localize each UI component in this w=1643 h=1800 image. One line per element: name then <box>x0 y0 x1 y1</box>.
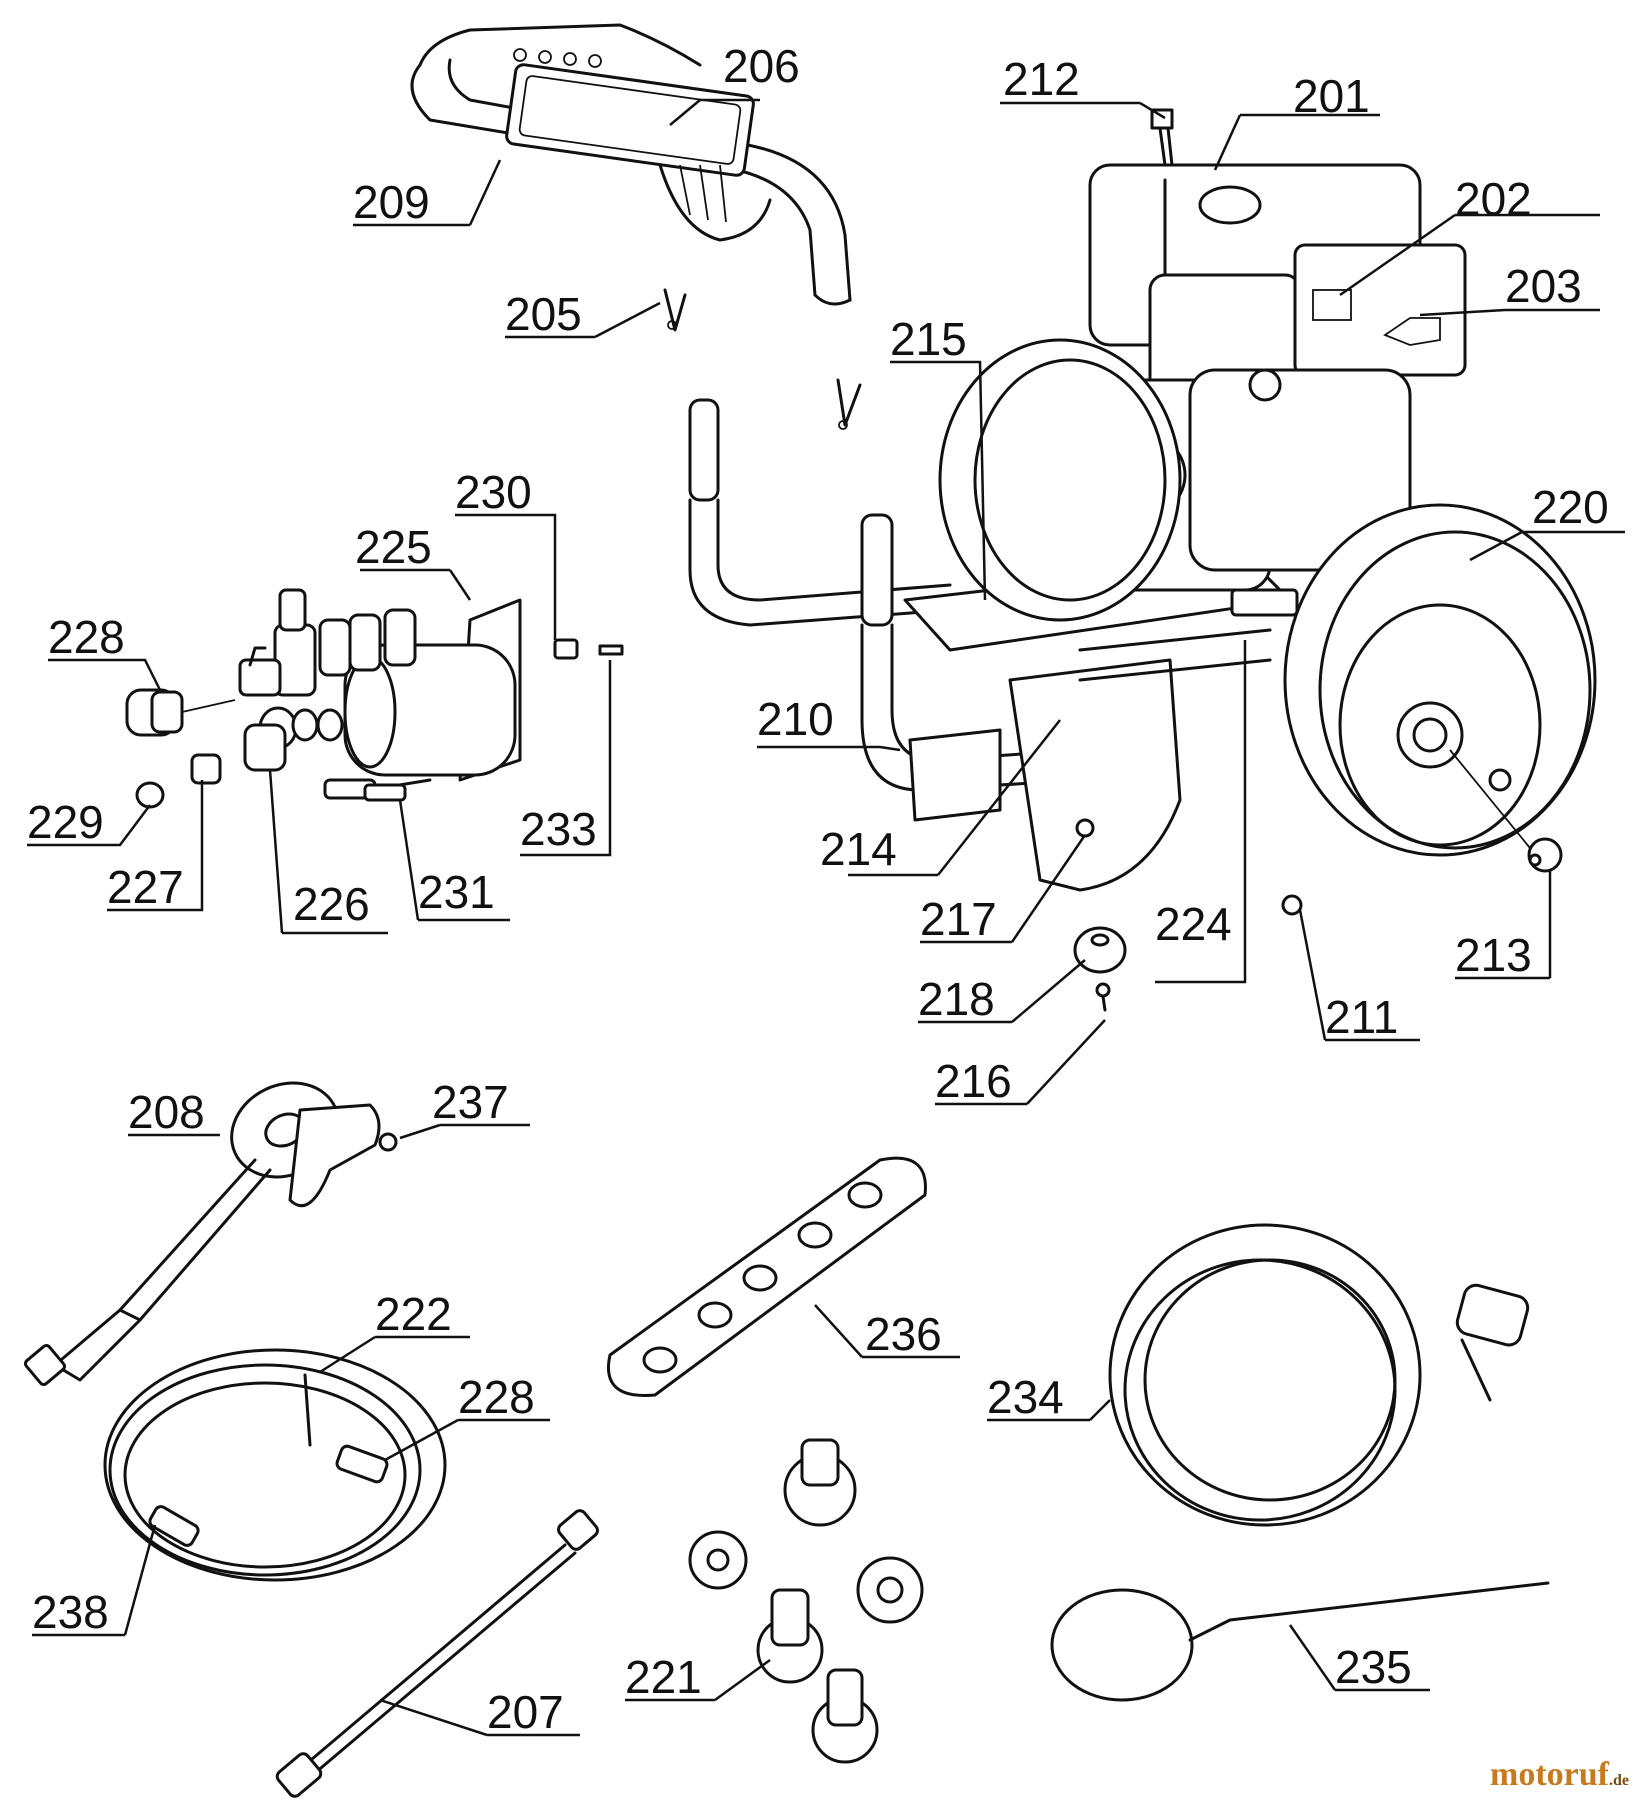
label-237: 237 <box>432 1076 509 1128</box>
label-236: 236 <box>865 1308 942 1360</box>
tool-235-drawing <box>1050 1581 1550 1702</box>
label-210: 210 <box>757 693 834 745</box>
label-225: 225 <box>355 521 432 573</box>
label-221: 221 <box>625 1651 702 1703</box>
label-201: 201 <box>1293 70 1370 122</box>
label-222: 222 <box>375 1288 452 1340</box>
fittings-drawing <box>125 688 287 809</box>
wheel-220-drawing <box>1283 503 1597 873</box>
part-labels: 201 202 203 205 206 207 208 209 210 211 … <box>27 40 1609 1738</box>
label-211: 211 <box>1325 991 1398 1043</box>
hose-222-drawing <box>103 1348 447 1582</box>
label-227: 227 <box>107 861 184 913</box>
label-202: 202 <box>1455 173 1532 225</box>
label-220: 220 <box>1532 481 1609 533</box>
label-235: 235 <box>1335 1641 1412 1693</box>
label-214: 214 <box>820 823 897 875</box>
label-208: 208 <box>128 1086 205 1138</box>
label-238: 238 <box>32 1586 109 1638</box>
spray-gun-208-drawing <box>24 1081 398 1386</box>
leader-lines <box>27 98 1625 1737</box>
label-218: 218 <box>918 973 995 1025</box>
label-205: 205 <box>505 288 582 340</box>
label-233: 233 <box>520 803 597 855</box>
nozzles-221-drawing <box>688 1438 924 1764</box>
label-226: 226 <box>293 878 370 930</box>
label-212: 212 <box>1003 53 1080 105</box>
wand-207-drawing <box>275 1509 599 1798</box>
watermark-suffix: .de <box>1609 1772 1629 1789</box>
label-213: 213 <box>1455 929 1532 981</box>
label-207: 207 <box>487 1686 564 1738</box>
label-217: 217 <box>920 893 997 945</box>
label-215: 215 <box>890 313 967 365</box>
label-203: 203 <box>1505 260 1582 312</box>
watermark-brand: motoruf <box>1490 1756 1609 1793</box>
label-206: 206 <box>723 40 800 92</box>
label-216: 216 <box>935 1055 1012 1107</box>
pump-225-drawing <box>238 588 624 802</box>
label-228-pump: 228 <box>48 611 125 663</box>
label-209: 209 <box>353 176 430 228</box>
wheel-215-drawing <box>938 338 1182 622</box>
plate-236-drawing <box>607 1156 927 1397</box>
label-234: 234 <box>987 1371 1064 1423</box>
label-230: 230 <box>455 466 532 518</box>
label-229: 229 <box>27 796 104 848</box>
watermark-logo: motoruf.de <box>1490 1756 1629 1794</box>
bolt-212-drawing <box>1150 108 1174 167</box>
handle-209-drawing <box>410 23 852 306</box>
clip-205-drawing <box>663 288 862 430</box>
label-228-hose: 228 <box>458 1371 535 1423</box>
label-231: 231 <box>418 866 495 918</box>
label-224: 224 <box>1155 898 1232 950</box>
hose-234-drawing <box>1108 1223 1530 1527</box>
